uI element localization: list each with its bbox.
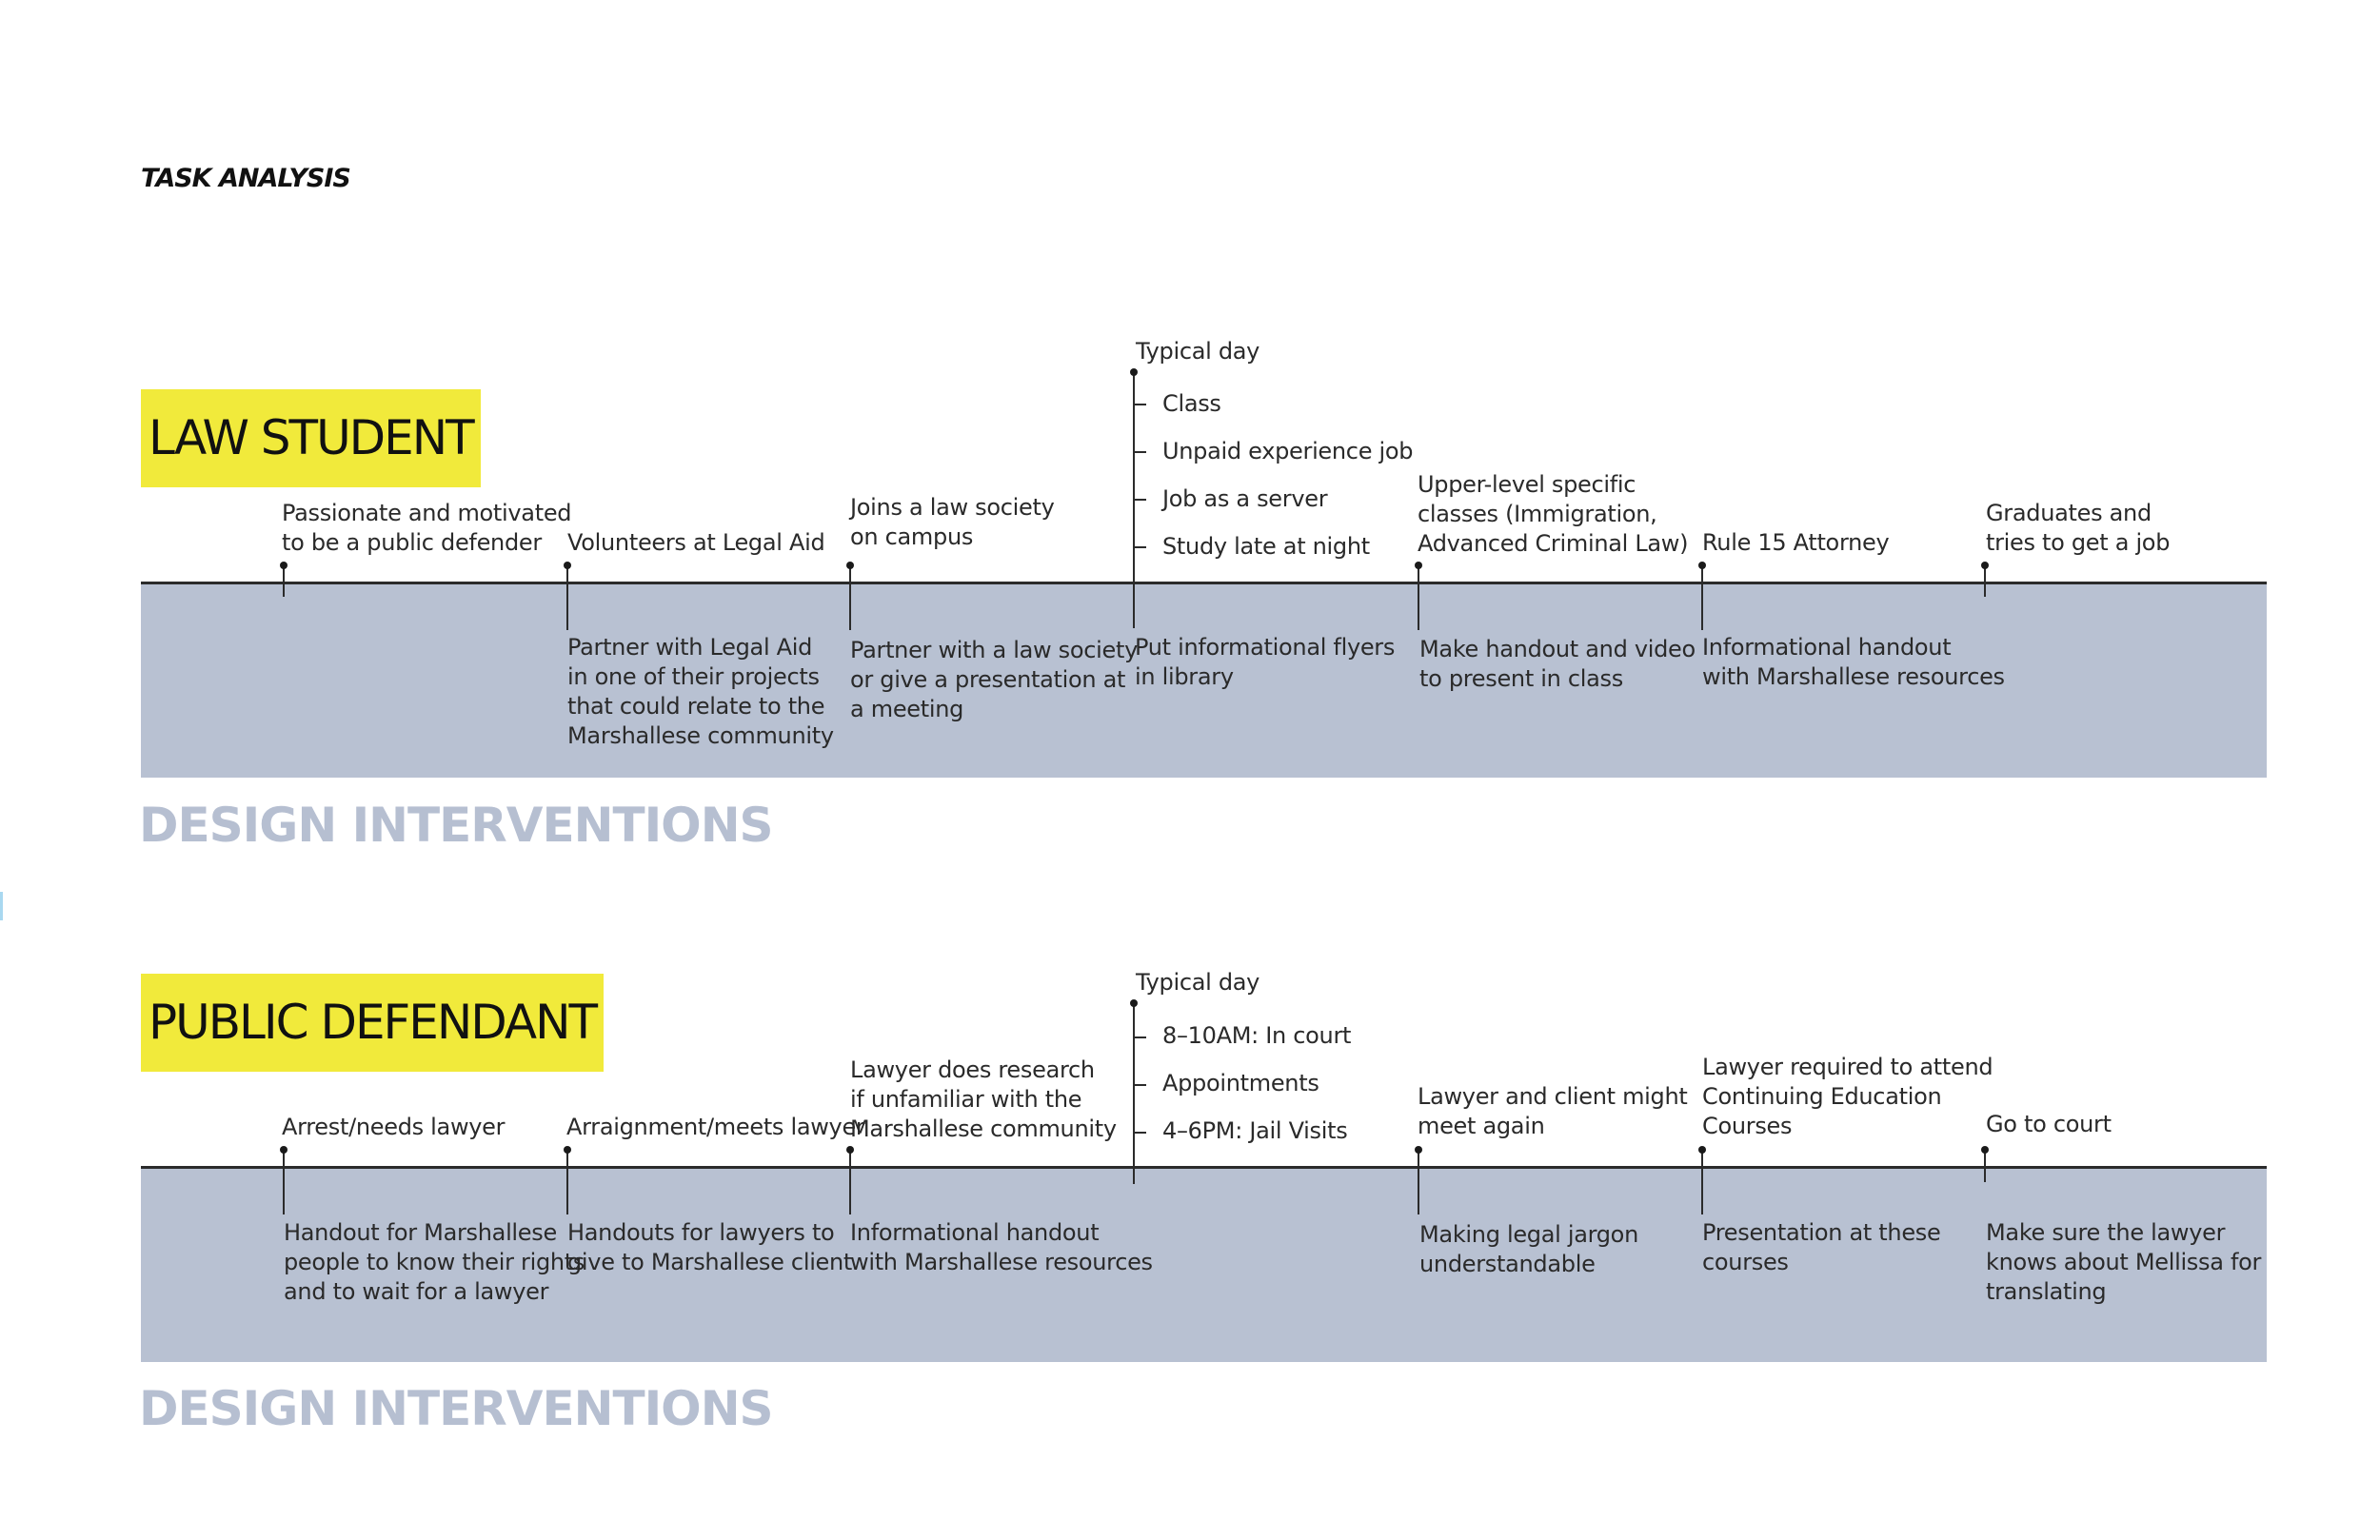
- typical-day-tick: [1134, 1132, 1146, 1134]
- task-dot: [1698, 1146, 1706, 1154]
- typical-day-item: 4–6PM: Jail Visits: [1162, 1117, 1348, 1144]
- intervention-label: Informational handout with Marshallese r…: [1702, 634, 2005, 690]
- task-dot: [1415, 1146, 1422, 1154]
- task-stem: [1701, 565, 1703, 630]
- intervention-label: Handouts for lawyers to give to Marshall…: [567, 1219, 853, 1275]
- task-stem: [1418, 565, 1419, 630]
- typical-day-tick: [1134, 404, 1146, 405]
- intervention-label: Make handout and video to present in cla…: [1419, 636, 1696, 692]
- task-label: Lawyer required to attend Continuing Edu…: [1702, 1054, 1993, 1139]
- task-label: Lawyer and client might meet again: [1418, 1083, 1688, 1139]
- task-stem: [1701, 1150, 1703, 1214]
- task-dot: [564, 562, 571, 569]
- task-stem: [283, 565, 285, 597]
- task-label: Volunteers at Legal Aid: [567, 529, 825, 556]
- task-label: Arraignment/meets lawyer: [566, 1114, 865, 1140]
- persona-label: PUBLIC DEFENDANT: [141, 974, 605, 1072]
- task-label: Upper-level specific classes (Immigratio…: [1418, 471, 1689, 557]
- interventions-band: [141, 1168, 2267, 1362]
- intervention-label: Handout for Marshallese people to know t…: [284, 1219, 585, 1305]
- task-label: Lawyer does research if unfamiliar with …: [850, 1056, 1117, 1142]
- design-interventions-label: DESIGN INTERVENTIONS: [139, 798, 774, 853]
- task-stem: [566, 565, 568, 630]
- typical-day-tick: [1134, 451, 1146, 453]
- timeline-axis: [141, 1166, 2267, 1169]
- task-label: Go to court: [1986, 1111, 2112, 1137]
- typical-day-item: Study late at night: [1162, 533, 1370, 560]
- task-label: Joins a law society on campus: [850, 494, 1055, 550]
- task-label: Arrest/needs lawyer: [282, 1114, 506, 1140]
- intervention-label: Put informational flyers in library: [1135, 634, 1396, 690]
- task-stem: [849, 1150, 851, 1214]
- task-dot: [564, 1146, 571, 1154]
- task-dot: [1130, 999, 1138, 1007]
- typical-day-item: Job as a server: [1162, 485, 1328, 512]
- intervention-label: Making legal jargon understandable: [1419, 1221, 1638, 1277]
- intervention-label: Partner with a law society or give a pre…: [850, 637, 1138, 722]
- task-stem: [1984, 565, 1986, 597]
- task-dot: [280, 562, 288, 569]
- task-dot: [1130, 368, 1138, 376]
- task-label: Passionate and motivated to be a public …: [282, 500, 572, 556]
- timeline-axis: [141, 582, 2267, 584]
- task-stem: [1984, 1150, 1986, 1182]
- intervention-label: Informational handout with Marshallese r…: [850, 1219, 1153, 1275]
- task-stem: [1418, 1150, 1419, 1214]
- interventions-band: [141, 583, 2267, 778]
- typical-day-tick: [1134, 499, 1146, 501]
- page-title: TASK ANALYSIS: [141, 164, 351, 193]
- typical-day-stem: [1133, 1003, 1135, 1184]
- typical-day-tick: [1134, 1037, 1146, 1038]
- task-label: Rule 15 Attorney: [1702, 529, 1890, 556]
- task-dot: [1981, 1146, 1989, 1154]
- typical-day-item: Unpaid experience job: [1162, 438, 1414, 464]
- intervention-label: Presentation at these courses: [1702, 1219, 1941, 1275]
- task-stem: [283, 1150, 285, 1214]
- task-stem: [566, 1150, 568, 1214]
- intervention-label: Make sure the lawyer knows about Melliss…: [1986, 1219, 2262, 1305]
- typical-day-item: Appointments: [1162, 1070, 1319, 1096]
- edge-marker: [0, 892, 3, 920]
- persona-label: LAW STUDENT: [141, 389, 481, 487]
- task-stem: [849, 565, 851, 630]
- task-dot: [1415, 562, 1422, 569]
- task-dot: [280, 1146, 288, 1154]
- intervention-label: Partner with Legal Aid in one of their p…: [567, 634, 834, 749]
- task-label: Typical day: [1136, 969, 1260, 996]
- typical-day-item: Class: [1162, 390, 1221, 417]
- task-dot: [846, 562, 854, 569]
- task-label: Graduates and tries to get a job: [1986, 500, 2171, 556]
- design-interventions-label: DESIGN INTERVENTIONS: [139, 1381, 774, 1436]
- typical-day-tick: [1134, 546, 1146, 548]
- typical-day-tick: [1134, 1084, 1146, 1086]
- typical-day-item: 8–10AM: In court: [1162, 1022, 1352, 1049]
- task-dot: [1981, 562, 1989, 569]
- task-dot: [1698, 562, 1706, 569]
- task-label: Typical day: [1136, 338, 1260, 365]
- task-dot: [846, 1146, 854, 1154]
